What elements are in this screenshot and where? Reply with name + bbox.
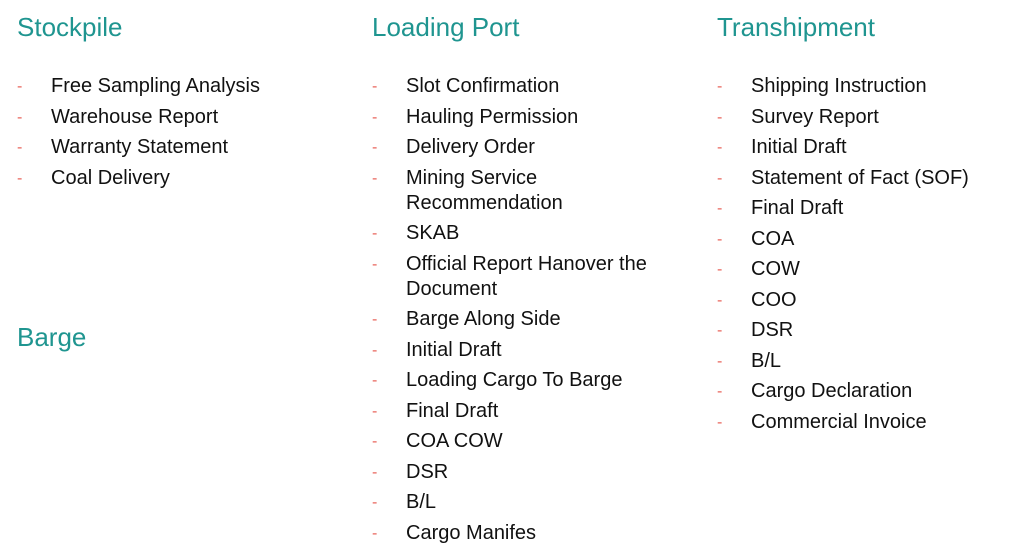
dash-bullet-icon: - [717,108,723,126]
list-item: - Statement of Fact (SOF) [717,166,1017,191]
dash-bullet-icon: - [372,139,378,156]
list-item: - Official Report Hanover the Document [372,252,692,302]
list-item-label: B/L [406,491,437,513]
list-item: - Hauling Permission [372,105,692,130]
list-item: - Cargo Declaration [717,379,1017,404]
dash-bullet-icon: - [372,225,378,242]
dash-bullet-icon: - [717,78,723,95]
dash-bullet-icon: - [717,200,723,217]
list-item: - Initial Draft [372,338,692,363]
dash-bullet-icon: - [372,341,378,359]
list-item-label: Initial Draft [751,136,847,158]
list-item-label: Coal Delivery [51,166,170,189]
list-item: - DSR [717,318,1017,343]
list-item-label: COA [751,227,795,250]
list-item: - Final Draft [717,196,1017,221]
dash-bullet-icon: - [372,311,378,328]
list-item-label: Official Report Hanover the Document [406,252,647,300]
dash-bullet-icon: - [372,524,378,542]
loading-port-heading: Loading Port [372,12,520,42]
list-item-label: DSR [406,460,449,483]
list-item: - Coal Delivery [17,166,347,191]
transhipment-list: - Shipping Instruction - Survey Report - Init… [717,74,1017,440]
list-item-label: Mining Service Recommendation [406,166,563,214]
list-item: - Slot Confirmation [372,74,692,99]
list-item: - Commercial Invoice [717,410,1017,435]
loading-port-list: - Slot Confirmation - Hauling Permission - De… [372,74,692,551]
list-item-label: Final Draft [751,197,844,219]
list-item: - Free Sampling Analysis [17,74,347,99]
list-item-label: DSR [751,319,794,341]
list-item-label: COO [751,288,797,311]
dash-bullet-icon: - [717,322,723,339]
dash-bullet-icon: - [17,78,23,95]
dash-bullet-icon: - [372,463,378,481]
dash-bullet-icon: - [372,108,378,126]
list-item-label: Delivery Order [406,136,535,158]
list-item-label: Survey Report [751,105,879,128]
dash-bullet-icon: - [372,255,378,273]
dash-bullet-icon: - [17,169,23,187]
dash-bullet-icon: - [717,383,723,400]
list-item: - Barge Along Side [372,307,692,332]
list-item-label: Loading Cargo To Barge [406,369,623,391]
list-item-label: Free Sampling Analysis [51,75,260,97]
list-item-label: SKAB [406,222,460,244]
list-item-label: Barge Along Side [406,308,561,330]
barge-heading: Barge [17,322,87,352]
list-item-label: B/L [751,349,782,372]
list-item-label: Warehouse Report [51,105,219,128]
dash-bullet-icon: - [717,261,723,278]
dash-bullet-icon: - [372,372,378,389]
dash-bullet-icon: - [717,352,723,370]
dash-bullet-icon: - [17,108,23,126]
list-item: - COA COW [372,429,692,454]
list-item-label: Cargo Manifes [406,521,537,544]
dash-bullet-icon: - [717,139,723,156]
stockpile-heading: Stockpile [17,12,123,42]
list-item: - Mining Service Recommendation [372,166,692,216]
list-item-label: COA COW [406,430,503,452]
list-item: - Warranty Statement [17,135,347,160]
dash-bullet-icon: - [717,169,723,187]
list-item: - DSR [372,460,692,485]
list-item: - B/L [717,349,1017,374]
list-item-label: Cargo Declaration [751,380,913,402]
dash-bullet-icon: - [372,433,378,450]
list-item-label: Initial Draft [406,338,502,361]
list-item: - SKAB [372,221,692,246]
list-item: - COA [717,227,1017,252]
stockpile-list: - Free Sampling Analysis - Warehouse Report… [17,74,347,196]
list-item: - COW [717,257,1017,282]
list-item: - Loading Cargo To Barge [372,368,692,393]
list-item-label: Final Draft [406,399,499,422]
list-item: - Delivery Order [372,135,692,160]
list-item: - Cargo Manifes [372,521,692,546]
dash-bullet-icon: - [372,494,378,511]
dash-bullet-icon: - [372,78,378,95]
dash-bullet-icon: - [17,139,23,156]
dash-bullet-icon: - [717,230,723,248]
list-item-label: Warranty Statement [51,136,229,158]
list-item-label: Shipping Instruction [751,75,927,97]
dash-bullet-icon: - [372,402,378,420]
list-item-label: COW [751,258,800,280]
transhipment-heading: Transhipment [717,12,875,42]
dash-bullet-icon: - [717,413,723,431]
dash-bullet-icon: - [717,291,723,309]
list-item: - Shipping Instruction [717,74,1017,99]
list-item: - Initial Draft [717,135,1017,160]
dash-bullet-icon: - [372,169,378,187]
list-item: - Final Draft [372,399,692,424]
list-item-label: Commercial Invoice [751,410,927,433]
list-item: - COO [717,288,1017,313]
list-item-label: Hauling Permission [406,105,579,128]
list-item: - Survey Report [717,105,1017,130]
list-item-label: Slot Confirmation [406,75,560,97]
list-item: - Warehouse Report [17,105,347,130]
list-item: - B/L [372,490,692,515]
list-item-label: Statement of Fact (SOF) [751,166,969,189]
